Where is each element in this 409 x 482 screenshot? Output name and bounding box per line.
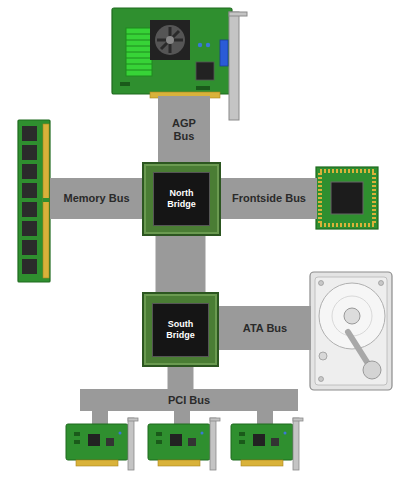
fan-blades <box>157 27 183 53</box>
platter-track <box>332 296 372 336</box>
heatsink-fins <box>126 34 152 70</box>
ram-chip <box>22 202 37 217</box>
heatsink <box>126 28 152 76</box>
memory-module <box>18 120 50 282</box>
bus-label: ATA Bus <box>243 322 287 335</box>
bus-label: Frontside Bus <box>232 192 306 205</box>
vga-port <box>220 40 228 66</box>
ram-chip <box>22 221 37 236</box>
pci-card <box>148 418 220 470</box>
fan-hub <box>166 36 174 44</box>
screw <box>319 281 324 286</box>
ram-chip <box>22 126 37 141</box>
card-board <box>112 8 232 94</box>
fan-housing <box>150 20 190 60</box>
card-chip <box>196 62 214 80</box>
cpu <box>316 167 378 229</box>
chip-label: North Bridge <box>153 172 210 226</box>
bus-connector <box>168 367 194 389</box>
ram-chip <box>22 259 37 274</box>
bus-band: ATA Bus <box>219 306 311 350</box>
arm-pivot <box>363 361 381 379</box>
bridge-chip: South Bridge <box>142 292 219 367</box>
disk-part <box>319 352 327 360</box>
card-bracket <box>229 12 239 120</box>
cpu-package <box>316 167 378 229</box>
cpu-die <box>331 182 363 214</box>
card-component <box>196 86 210 90</box>
bridge-chip: North Bridge <box>142 162 221 236</box>
ram-chip <box>22 240 37 255</box>
hard-disk <box>310 272 392 390</box>
card-component <box>198 43 202 47</box>
ram-notch <box>43 198 49 202</box>
disk-casing <box>310 272 392 390</box>
ram-board <box>18 120 50 282</box>
ram-chip <box>22 164 37 179</box>
pci-card <box>66 418 138 470</box>
card-component <box>120 82 130 86</box>
bus-band: PCI Bus <box>80 389 298 411</box>
disk-cover <box>315 277 387 385</box>
disk-spindle <box>344 308 360 324</box>
screw <box>319 377 324 382</box>
bus-band: AGP Bus <box>158 96 210 163</box>
cpu-pins <box>320 171 374 225</box>
bus-connector <box>156 236 206 292</box>
card-component <box>206 43 210 47</box>
bus-band: Memory Bus <box>50 178 143 219</box>
ram-chip <box>22 183 37 198</box>
bus-label: AGP Bus <box>168 117 200 142</box>
bus-label: Memory Bus <box>63 192 129 205</box>
fan <box>155 25 185 55</box>
bus-label: PCI Bus <box>168 394 210 407</box>
ram-contacts <box>43 124 49 278</box>
ram-chip <box>22 145 37 160</box>
bracket-tab <box>229 12 247 16</box>
bus-band: Frontside Bus <box>221 178 317 219</box>
screw <box>379 281 384 286</box>
chip-label: South Bridge <box>152 303 209 357</box>
pci-card <box>231 418 303 470</box>
